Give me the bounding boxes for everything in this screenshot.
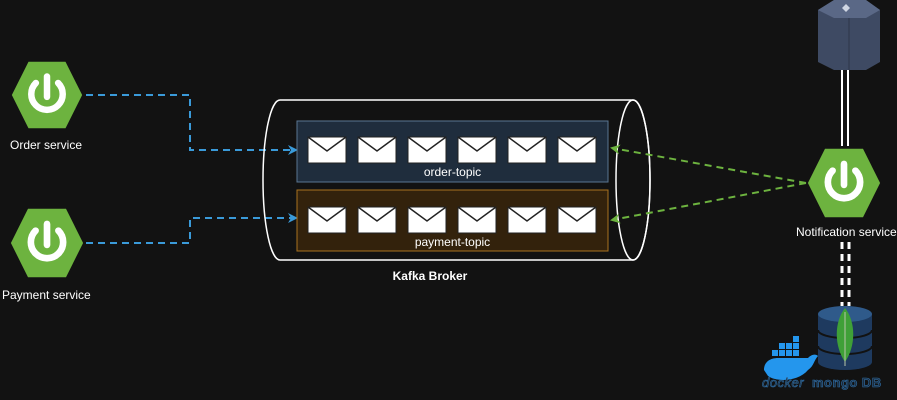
envelope-icon [457, 206, 497, 234]
order-service-spring-icon[interactable] [12, 62, 82, 129]
envelope-icon [357, 206, 397, 234]
notification-service-spring-icon[interactable] [808, 149, 880, 217]
payment-service-spring-icon[interactable] [11, 209, 83, 277]
payment-service-label: Payment service [2, 288, 91, 302]
payment-topic-box[interactable] [296, 189, 609, 252]
envelope-icon [307, 136, 347, 164]
order-topic-label: order-topic [423, 165, 482, 179]
mongo-logo-text: mongo DB [812, 375, 882, 391]
kafka-broker-label: Kafka Broker [392, 269, 468, 283]
docker-whale-icon [764, 336, 818, 380]
notification-to-order-topic-connector [610, 144, 807, 184]
order-service-label: Order service [10, 138, 83, 152]
envelope-icon [307, 206, 347, 234]
envelope-icon [407, 206, 447, 234]
envelope-icon [557, 136, 597, 164]
server-box-icon[interactable] [818, 0, 880, 70]
order-to-topic-connector [86, 94, 298, 155]
kafka-broker-cylinder [262, 99, 651, 261]
notification-to-payment-topic-connector [610, 182, 807, 224]
envelope-icon [357, 136, 397, 164]
payment-to-topic-connector [86, 213, 298, 244]
envelope-icon [507, 136, 547, 164]
envelope-icon [507, 206, 547, 234]
envelope-icon [407, 136, 447, 164]
envelope-icon [557, 206, 597, 234]
envelope-icon [457, 136, 497, 164]
payment-topic-label: payment-topic [414, 235, 491, 249]
mongodb-database-icon[interactable] [817, 306, 873, 370]
notification-service-label: Notification service [796, 225, 897, 239]
order-topic-box[interactable] [296, 120, 609, 183]
docker-logo-text: docker [762, 375, 805, 391]
